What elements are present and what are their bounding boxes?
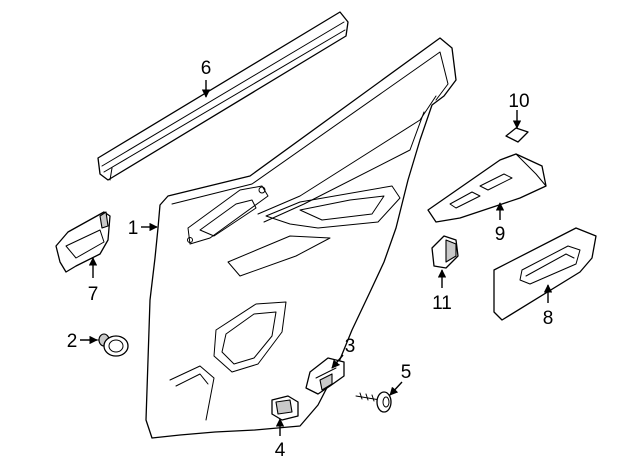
callout-1: 1 [128, 218, 139, 239]
switch-knob[interactable] [431, 235, 459, 269]
leader-5 [389, 381, 403, 396]
inside-door-handle[interactable] [55, 211, 111, 273]
belt-molding-strip[interactable] [97, 11, 349, 181]
nut-clip[interactable] [271, 395, 299, 421]
callout-11: 11 [432, 293, 452, 314]
callout-4: 4 [275, 440, 286, 461]
callout-8: 8 [543, 308, 554, 329]
leader-3 [331, 354, 344, 369]
push-clip[interactable] [91, 333, 129, 357]
door-trim-panel[interactable] [145, 37, 457, 439]
callout-7: 7 [88, 284, 99, 305]
callout-9: 9 [495, 224, 506, 245]
switch-panel[interactable] [493, 227, 597, 321]
callout-3: 3 [345, 336, 356, 357]
callout-2: 2 [67, 331, 78, 352]
callout-5: 5 [401, 362, 412, 383]
small-pad[interactable] [505, 127, 529, 143]
switch-bezel[interactable] [427, 153, 547, 223]
callout-10: 10 [508, 91, 529, 112]
callout-6: 6 [201, 58, 212, 79]
screw[interactable] [355, 391, 392, 413]
